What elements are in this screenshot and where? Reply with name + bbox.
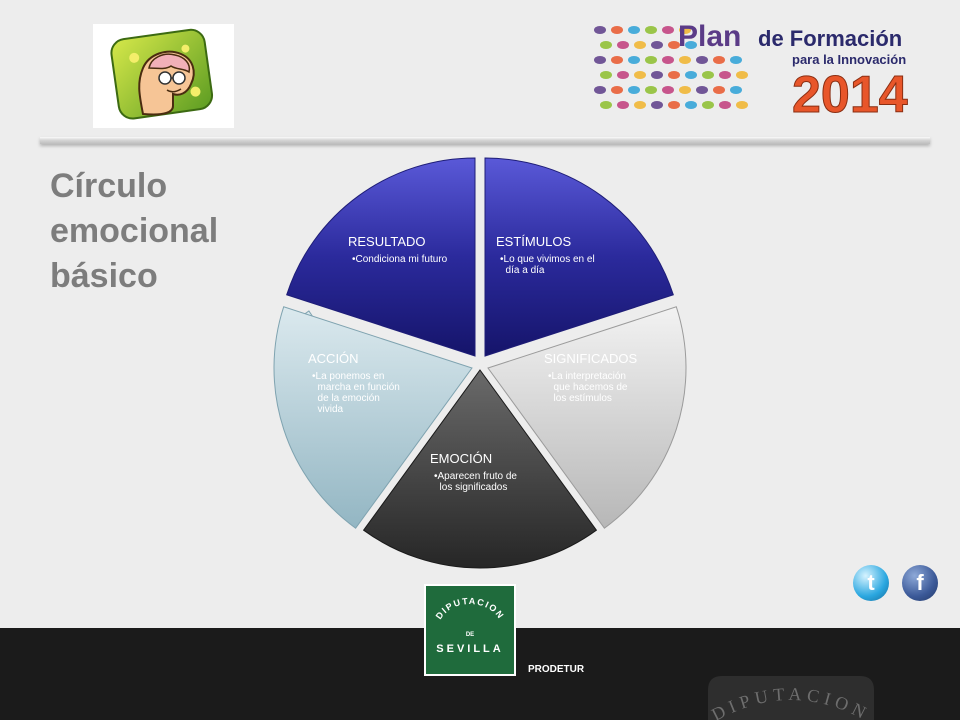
plan-logo-dot — [730, 86, 742, 94]
diputacion-watermark: DIPUTACION — [708, 676, 874, 720]
segment-bullet: de la emoción — [312, 393, 380, 404]
header-divider — [40, 137, 930, 144]
segment-bullet: los significados — [434, 482, 507, 493]
plan-logo-dot — [662, 86, 674, 94]
cycle-segment — [487, 306, 687, 529]
diputacion-logo-text: DIPUTACION — [434, 596, 507, 621]
plan-logo-dot — [679, 56, 691, 64]
plan-logo-dot — [713, 56, 725, 64]
plan-logo-dot — [736, 101, 748, 109]
plan-logo-dot — [685, 101, 697, 109]
segment-bullet: •La interpretación — [548, 371, 626, 382]
segment-title: ESTÍMULOS — [496, 234, 571, 249]
plan-logo-dot — [662, 56, 674, 64]
cycle-segment — [484, 157, 674, 357]
plan-logo-dot — [736, 71, 748, 79]
segment-bullet: •Aparecen fruto de — [434, 471, 517, 482]
plan-logo-dot — [611, 56, 623, 64]
plan-logo-dot — [594, 26, 606, 34]
segment-title: SIGNIFICADOS — [544, 351, 638, 366]
diputacion-sevilla-logo: DIPUTACION DE SEVILLA — [424, 584, 516, 676]
plan-logo-dot — [628, 86, 640, 94]
plan-logo-dot — [617, 101, 629, 109]
plan-logo-dot — [594, 56, 606, 64]
plan-line-2: para la Innovación — [792, 52, 906, 67]
plan-logo-dot — [668, 71, 680, 79]
segment-bullet: •Lo que vivimos en el — [500, 254, 595, 265]
brain-cartoon-icon — [110, 28, 214, 120]
segment-bullet: los estímulos — [548, 393, 612, 404]
diputacion-logo-sevilla: SEVILLA — [436, 643, 503, 655]
plan-logo-dot — [702, 101, 714, 109]
plan-year: 2014 — [792, 66, 908, 116]
plan-logo-dot — [662, 26, 674, 34]
plan-logo-dot — [628, 26, 640, 34]
prodetur-label: PRODETUR — [528, 664, 585, 675]
plan-logo-dot — [628, 56, 640, 64]
plan-logo-dot — [645, 56, 657, 64]
plan-logo-dot — [696, 86, 708, 94]
segment-bullet: que hacemos de — [548, 382, 628, 393]
plan-logo-dot — [634, 41, 646, 49]
segment-title: RESULTADO — [348, 234, 426, 249]
plan-logo-dot — [651, 41, 663, 49]
segment-bullet: día a día — [500, 265, 545, 276]
plan-logo-dot — [685, 71, 697, 79]
facebook-glyph: f — [916, 570, 924, 595]
cycle-segment — [273, 306, 473, 529]
plan-logo-dot — [730, 56, 742, 64]
plan-logo-dot — [679, 86, 691, 94]
twitter-glyph: t — [867, 570, 875, 595]
plan-logo-dot — [634, 101, 646, 109]
plan-logo-dot — [719, 101, 731, 109]
plan-logo-dot — [600, 41, 612, 49]
cycle-segment — [286, 157, 476, 357]
plan-logo-dot — [679, 26, 691, 34]
plan-logo-dot — [651, 101, 663, 109]
segment-bullet: •Condiciona mi futuro — [352, 254, 448, 265]
plan-logo-dot — [696, 56, 708, 64]
cycle-segment — [362, 369, 598, 569]
plan-logo-dot — [600, 101, 612, 109]
facebook-icon[interactable]: f — [902, 565, 938, 601]
plan-word-2: de Formación — [758, 26, 902, 51]
plan-logo-dot — [634, 71, 646, 79]
diputacion-logo-de: DE — [466, 632, 474, 638]
plan-logo-dot — [668, 101, 680, 109]
segment-bullet: marcha en función — [312, 382, 400, 393]
twitter-icon[interactable]: t — [853, 565, 889, 601]
plan-logo-dot — [611, 86, 623, 94]
plan-logo-dot — [617, 71, 629, 79]
plan-formacion-logo: Plan de Formación para la Innovación 201… — [592, 18, 938, 125]
plan-logo-dot — [668, 41, 680, 49]
segment-bullet: •La ponemos en — [312, 371, 384, 382]
plan-logo-dot — [645, 86, 657, 94]
plan-logo-dot — [611, 26, 623, 34]
plan-word-1: Plan — [678, 20, 741, 53]
segment-title: EMOCIÓN — [430, 451, 492, 466]
segment-title: ACCIÓN — [308, 351, 359, 366]
plan-logo-dot — [685, 41, 697, 49]
segment-bullet: vivida — [312, 404, 344, 415]
plan-logo-dot — [702, 71, 714, 79]
plan-logo-dot — [645, 26, 657, 34]
plan-logo-dot — [719, 71, 731, 79]
plan-logo-dot — [594, 86, 606, 94]
brain-logo — [93, 24, 234, 128]
plan-logo-dot — [600, 71, 612, 79]
plan-logo-dot — [651, 71, 663, 79]
plan-logo-dot — [713, 86, 725, 94]
page-title: Círculo emocional básico — [50, 167, 219, 295]
plan-logo-dot — [617, 41, 629, 49]
